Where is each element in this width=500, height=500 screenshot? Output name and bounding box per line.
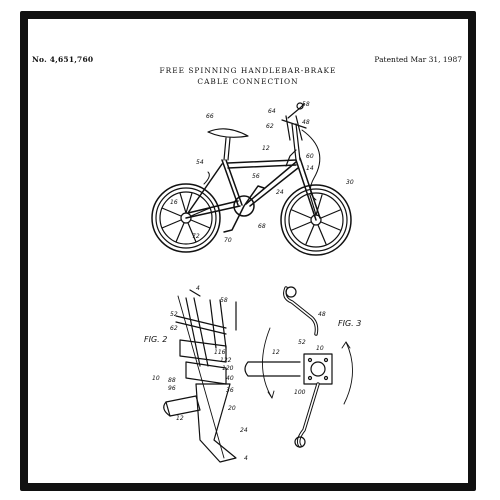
fig2-label-122: 122	[220, 357, 232, 364]
label-62: 62	[266, 123, 274, 130]
label-66: 66	[206, 113, 214, 120]
fig3-title: FIG. 3	[338, 319, 361, 328]
bike-seat	[207, 128, 249, 161]
fig2-label-24: 24	[240, 427, 248, 434]
label-54: 54	[196, 159, 204, 166]
label-70: 70	[224, 237, 232, 244]
fig3-label-100: 100	[294, 389, 306, 396]
fig2-label-12: 12	[176, 415, 184, 422]
fig2-label-36: 36	[226, 387, 234, 394]
fig3-label-12: 12	[272, 349, 280, 356]
fig2-title: FIG. 2	[144, 335, 167, 344]
bike-frame	[185, 157, 321, 233]
fig3-label-48: 48	[318, 311, 326, 318]
label-12: 12	[262, 145, 270, 152]
label-58: 58	[302, 101, 310, 108]
bike-handlebars	[281, 102, 307, 167]
fig2-label-88: 88	[168, 377, 176, 384]
fig2-label-20: 20	[228, 405, 236, 412]
front-wheel	[280, 184, 352, 256]
fig3-illustration	[244, 286, 353, 448]
patent-number: No. 4,651,760	[32, 55, 94, 64]
fig2-label-116: 116	[214, 349, 226, 356]
fig3-labels: FIG. 3 48 12 52 10 100	[272, 311, 361, 396]
fig2-label-4-bottom: 4	[244, 455, 248, 462]
fig3-label-10: 10	[316, 345, 324, 352]
fig2-label-120: 120	[222, 365, 234, 372]
rear-wheel	[151, 183, 221, 253]
fig2-label-52: 52	[170, 311, 178, 318]
fig2-label-58: 58	[220, 297, 228, 304]
patent-title-line2: CABLE CONNECTION	[197, 77, 299, 86]
fig2-illustration	[163, 289, 237, 463]
fig2-label-10: 10	[152, 375, 160, 382]
label-48: 48	[302, 119, 310, 126]
label-60: 60	[306, 153, 314, 160]
patent-date: Patented Mar 31, 1987	[374, 55, 462, 64]
fig2-label-40: 40	[226, 375, 234, 382]
label-16: 16	[170, 199, 178, 206]
fig2-label-4-top: 4	[196, 285, 200, 292]
label-64: 64	[268, 108, 276, 115]
fig2-labels: FIG. 2 4 58 52 62 116 122 10 88 96 120 4…	[144, 285, 248, 462]
patent-title-line1: FREE SPINNING HANDLEBAR-BRAKE	[159, 66, 337, 75]
label-68: 68	[258, 223, 266, 230]
patent-sheet: No. 4,651,760 Patented Mar 31, 1987 FREE…	[28, 19, 468, 483]
label-24: 24	[276, 189, 284, 196]
fig3-label-52: 52	[298, 339, 306, 346]
bicycle-reference-labels: 66 64 58 62 48 12 60 14 54 56 24 30 16 7…	[170, 101, 354, 244]
label-56: 56	[252, 173, 260, 180]
fig2-label-62: 62	[170, 325, 178, 332]
label-14: 14	[306, 165, 314, 172]
label-30: 30	[346, 179, 354, 186]
fig2-label-96: 96	[168, 385, 176, 392]
bicycle-illustration	[151, 102, 352, 256]
label-72: 72	[192, 233, 200, 240]
